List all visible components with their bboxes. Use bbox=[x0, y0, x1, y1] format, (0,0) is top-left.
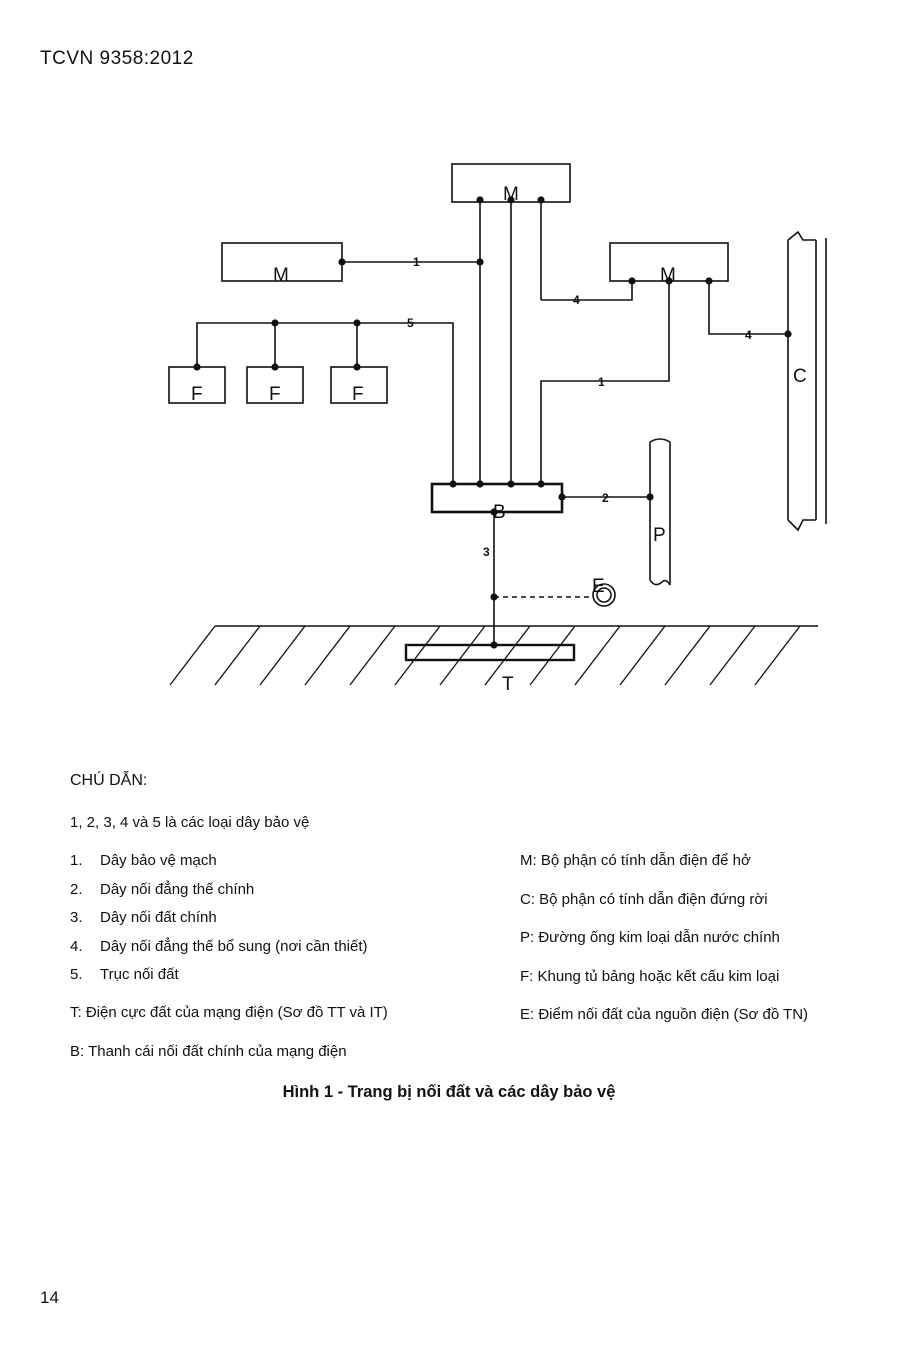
node bbox=[665, 277, 673, 285]
node bbox=[558, 493, 566, 501]
node bbox=[705, 277, 713, 285]
wire-label-1-left: 1 bbox=[413, 255, 420, 269]
wire-label-5: 5 bbox=[407, 316, 414, 330]
node bbox=[193, 363, 201, 371]
label-c: C bbox=[793, 366, 807, 387]
node bbox=[490, 641, 498, 649]
label-p: P bbox=[653, 525, 666, 546]
standard-code: TCVN 9358:2012 bbox=[40, 48, 194, 69]
legend-item-num: 4. bbox=[70, 937, 83, 955]
wire-label-2: 2 bbox=[602, 491, 609, 505]
node bbox=[271, 363, 279, 371]
label-m-right: M bbox=[660, 265, 676, 286]
t-electrode bbox=[404, 643, 576, 662]
node bbox=[353, 319, 361, 327]
legend-intro: 1, 2, 3, 4 và 5 là các loại dây bảo vệ bbox=[70, 814, 310, 831]
legend-item-num: 2. bbox=[70, 880, 83, 898]
node bbox=[784, 330, 792, 338]
node bbox=[507, 196, 515, 204]
node bbox=[338, 258, 346, 266]
label-e: E bbox=[592, 576, 605, 597]
node bbox=[507, 480, 515, 488]
node bbox=[537, 480, 545, 488]
c-element bbox=[787, 230, 827, 532]
node bbox=[537, 196, 545, 204]
p-pipe bbox=[649, 438, 671, 586]
legend-numbered-list: 1. Dây bảo vệ mạch 2. Dây nối đẳng thế c… bbox=[70, 852, 490, 995]
node bbox=[646, 493, 654, 501]
node bbox=[476, 480, 484, 488]
e-symbol-inner bbox=[596, 587, 612, 603]
legend-item-text: Dây nối đẳng thế chính bbox=[100, 880, 255, 898]
node bbox=[490, 593, 498, 601]
legend-item-num: 5. bbox=[70, 966, 83, 983]
wire-4-right bbox=[708, 281, 788, 335]
legend-item-text: Dây nối đẳng thế bổ sung (nơi cần thiết) bbox=[100, 937, 368, 955]
wire-label-1-right: 1 bbox=[598, 375, 605, 389]
legend-item: 1. Dây bảo vệ mạch bbox=[70, 852, 490, 881]
legend-symbol-item: C: Bộ phận có tính dẫn điện đứng rời bbox=[520, 890, 768, 908]
legend-symbol-item: P: Đường ống kim loại dẫn nước chính bbox=[520, 929, 780, 946]
legend-symbol-item: E: Điểm nối đất của nguồn điện (Sơ đồ TN… bbox=[520, 1006, 809, 1023]
legend-item: 5. Trục nối đất bbox=[70, 966, 490, 995]
wire-4-mid bbox=[541, 281, 633, 301]
page-number: 14 bbox=[40, 1288, 59, 1307]
legend-item: 4. Dây nối đẳng thế bổ sung (nơi cần thi… bbox=[70, 938, 490, 967]
legend-item: 2. Dây nối đẳng thế chính bbox=[70, 881, 490, 910]
legend-item-text: Dây nối đất chính bbox=[100, 909, 217, 926]
node bbox=[476, 258, 484, 266]
node bbox=[271, 319, 279, 327]
label-m-top: M bbox=[503, 184, 519, 205]
legend-item-text: Trục nối đất bbox=[100, 966, 179, 983]
node bbox=[449, 480, 457, 488]
node bbox=[476, 196, 484, 204]
node bbox=[353, 363, 361, 371]
wire-label-3: 3 bbox=[483, 545, 490, 559]
wire-1-right bbox=[540, 281, 670, 484]
wire-5 bbox=[196, 322, 454, 484]
legend-symbol-item: M: Bộ phận có tính dẫn điện để hở bbox=[520, 852, 751, 869]
legend-item-num: 1. bbox=[70, 852, 83, 869]
wire-label-4-mid: 4 bbox=[573, 293, 580, 307]
label-b: B bbox=[493, 502, 506, 523]
label-f3: F bbox=[352, 384, 364, 405]
legend-symbol-item: F: Khung tủ bảng hoặc kết cấu kim loại bbox=[520, 967, 780, 985]
label-t: T bbox=[502, 674, 514, 695]
label-f2: F bbox=[269, 384, 281, 405]
e-symbol bbox=[592, 583, 616, 607]
node bbox=[628, 277, 636, 285]
label-f1: F bbox=[191, 384, 203, 405]
ground-hatching bbox=[169, 625, 801, 686]
legend-heading: CHÚ DẪN: bbox=[70, 772, 148, 789]
legend-t-item: T: Điện cực đất của mạng điện (Sơ đồ TT … bbox=[70, 1004, 388, 1021]
legend-item: 3. Dây nối đất chính bbox=[70, 909, 490, 938]
node bbox=[490, 508, 498, 516]
legend-item-num: 3. bbox=[70, 909, 83, 926]
grounding-diagram: M M M F F F C P B T E 1 1 2 3 4 4 5 bbox=[168, 163, 827, 695]
label-m-left: M bbox=[273, 265, 289, 286]
legend-symbol-list: M: Bộ phận có tính dẫn điện để hở C: Bộ … bbox=[520, 852, 890, 1045]
figure-caption: Hình 1 - Trang bị nối đất và các dây bảo… bbox=[282, 1083, 616, 1101]
wire-label-4-right: 4 bbox=[745, 328, 752, 342]
legend-item-text: Dây bảo vệ mạch bbox=[100, 852, 217, 869]
legend-b-item: B: Thanh cái nối đất chính của mạng điện bbox=[70, 1043, 347, 1060]
